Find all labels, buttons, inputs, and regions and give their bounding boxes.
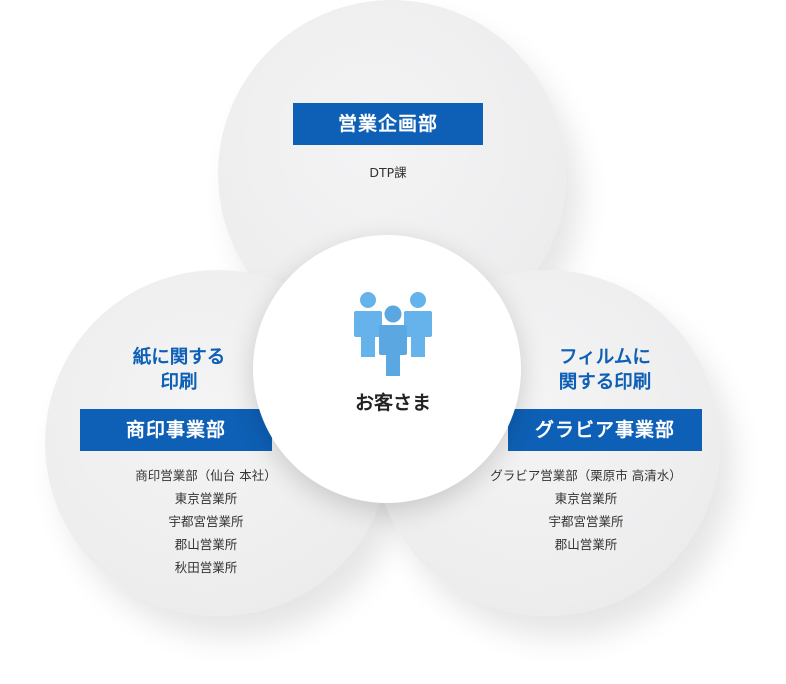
list-item: 郡山営業所 <box>174 537 238 552</box>
right-focus-line2: 関する印刷 <box>558 372 652 393</box>
dtp-section-label: DTP課 <box>369 165 407 180</box>
left-focus-line2: 印刷 <box>160 372 198 393</box>
list-item: グラビア営業部（栗原市 高清水） <box>490 468 682 483</box>
customer-label: お客さま <box>354 392 431 414</box>
left-office-list: 商印営業部（仙台 本社） 東京営業所 宇都宮営業所 郡山営業所 秋田営業所 <box>110 464 302 579</box>
planning-department-band: 営業企画部 <box>293 103 483 145</box>
people-group-icon <box>354 292 432 376</box>
list-item: 郡山営業所 <box>554 537 618 552</box>
right-focus-label: フィルムに 関する印刷 <box>520 345 690 395</box>
commercial-print-department-band: 商印事業部 <box>80 409 272 451</box>
left-focus-label: 紙に関する 印刷 <box>104 345 254 395</box>
right-office-list: グラビア営業部（栗原市 高清水） 東京営業所 宇都宮営業所 郡山営業所 <box>466 464 706 556</box>
gravure-department-band: グラビア事業部 <box>508 409 702 451</box>
list-item: 商印営業部（仙台 本社） <box>135 468 277 483</box>
list-item: 宇都宮営業所 <box>548 514 624 529</box>
left-focus-line1: 紙に関する <box>132 347 226 368</box>
right-focus-line1: フィルムに <box>559 347 651 368</box>
list-item: 秋田営業所 <box>174 560 238 575</box>
list-item: 東京営業所 <box>554 491 618 506</box>
list-item: 東京営業所 <box>174 491 238 506</box>
list-item: 宇都宮営業所 <box>168 514 244 529</box>
